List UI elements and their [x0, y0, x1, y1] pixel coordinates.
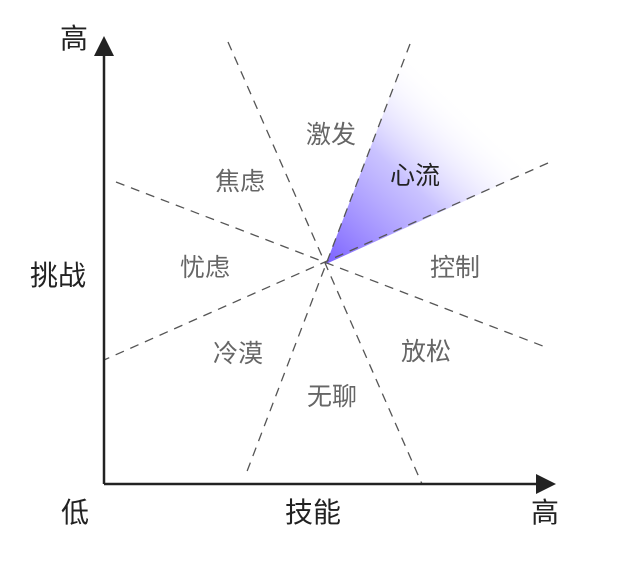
zone-label-apathy: 冷漠	[213, 339, 263, 368]
zone-label-worry: 忧虑	[180, 253, 230, 282]
x-axis-title: 技能	[285, 496, 341, 529]
y-axis-high-label: 高	[60, 22, 88, 55]
zone-label-control: 控制	[430, 253, 480, 282]
zone-label-relaxation: 放松	[401, 337, 451, 366]
x-axis-high-label: 高	[531, 496, 559, 529]
dashed-ray-3	[103, 162, 549, 361]
zone-label-flow: 心流	[390, 161, 440, 190]
zone-label-arousal: 激发	[306, 120, 356, 149]
zone-label-anxiety: 焦虑	[215, 167, 265, 196]
origin-low-label: 低	[61, 496, 89, 529]
dashed-ray-2	[245, 43, 411, 475]
y-axis-title: 挑战	[30, 259, 86, 292]
flow-zone-wedge	[326, 44, 548, 264]
dashed-ray-4	[115, 181, 549, 349]
zone-label-boredom: 无聊	[307, 382, 357, 411]
